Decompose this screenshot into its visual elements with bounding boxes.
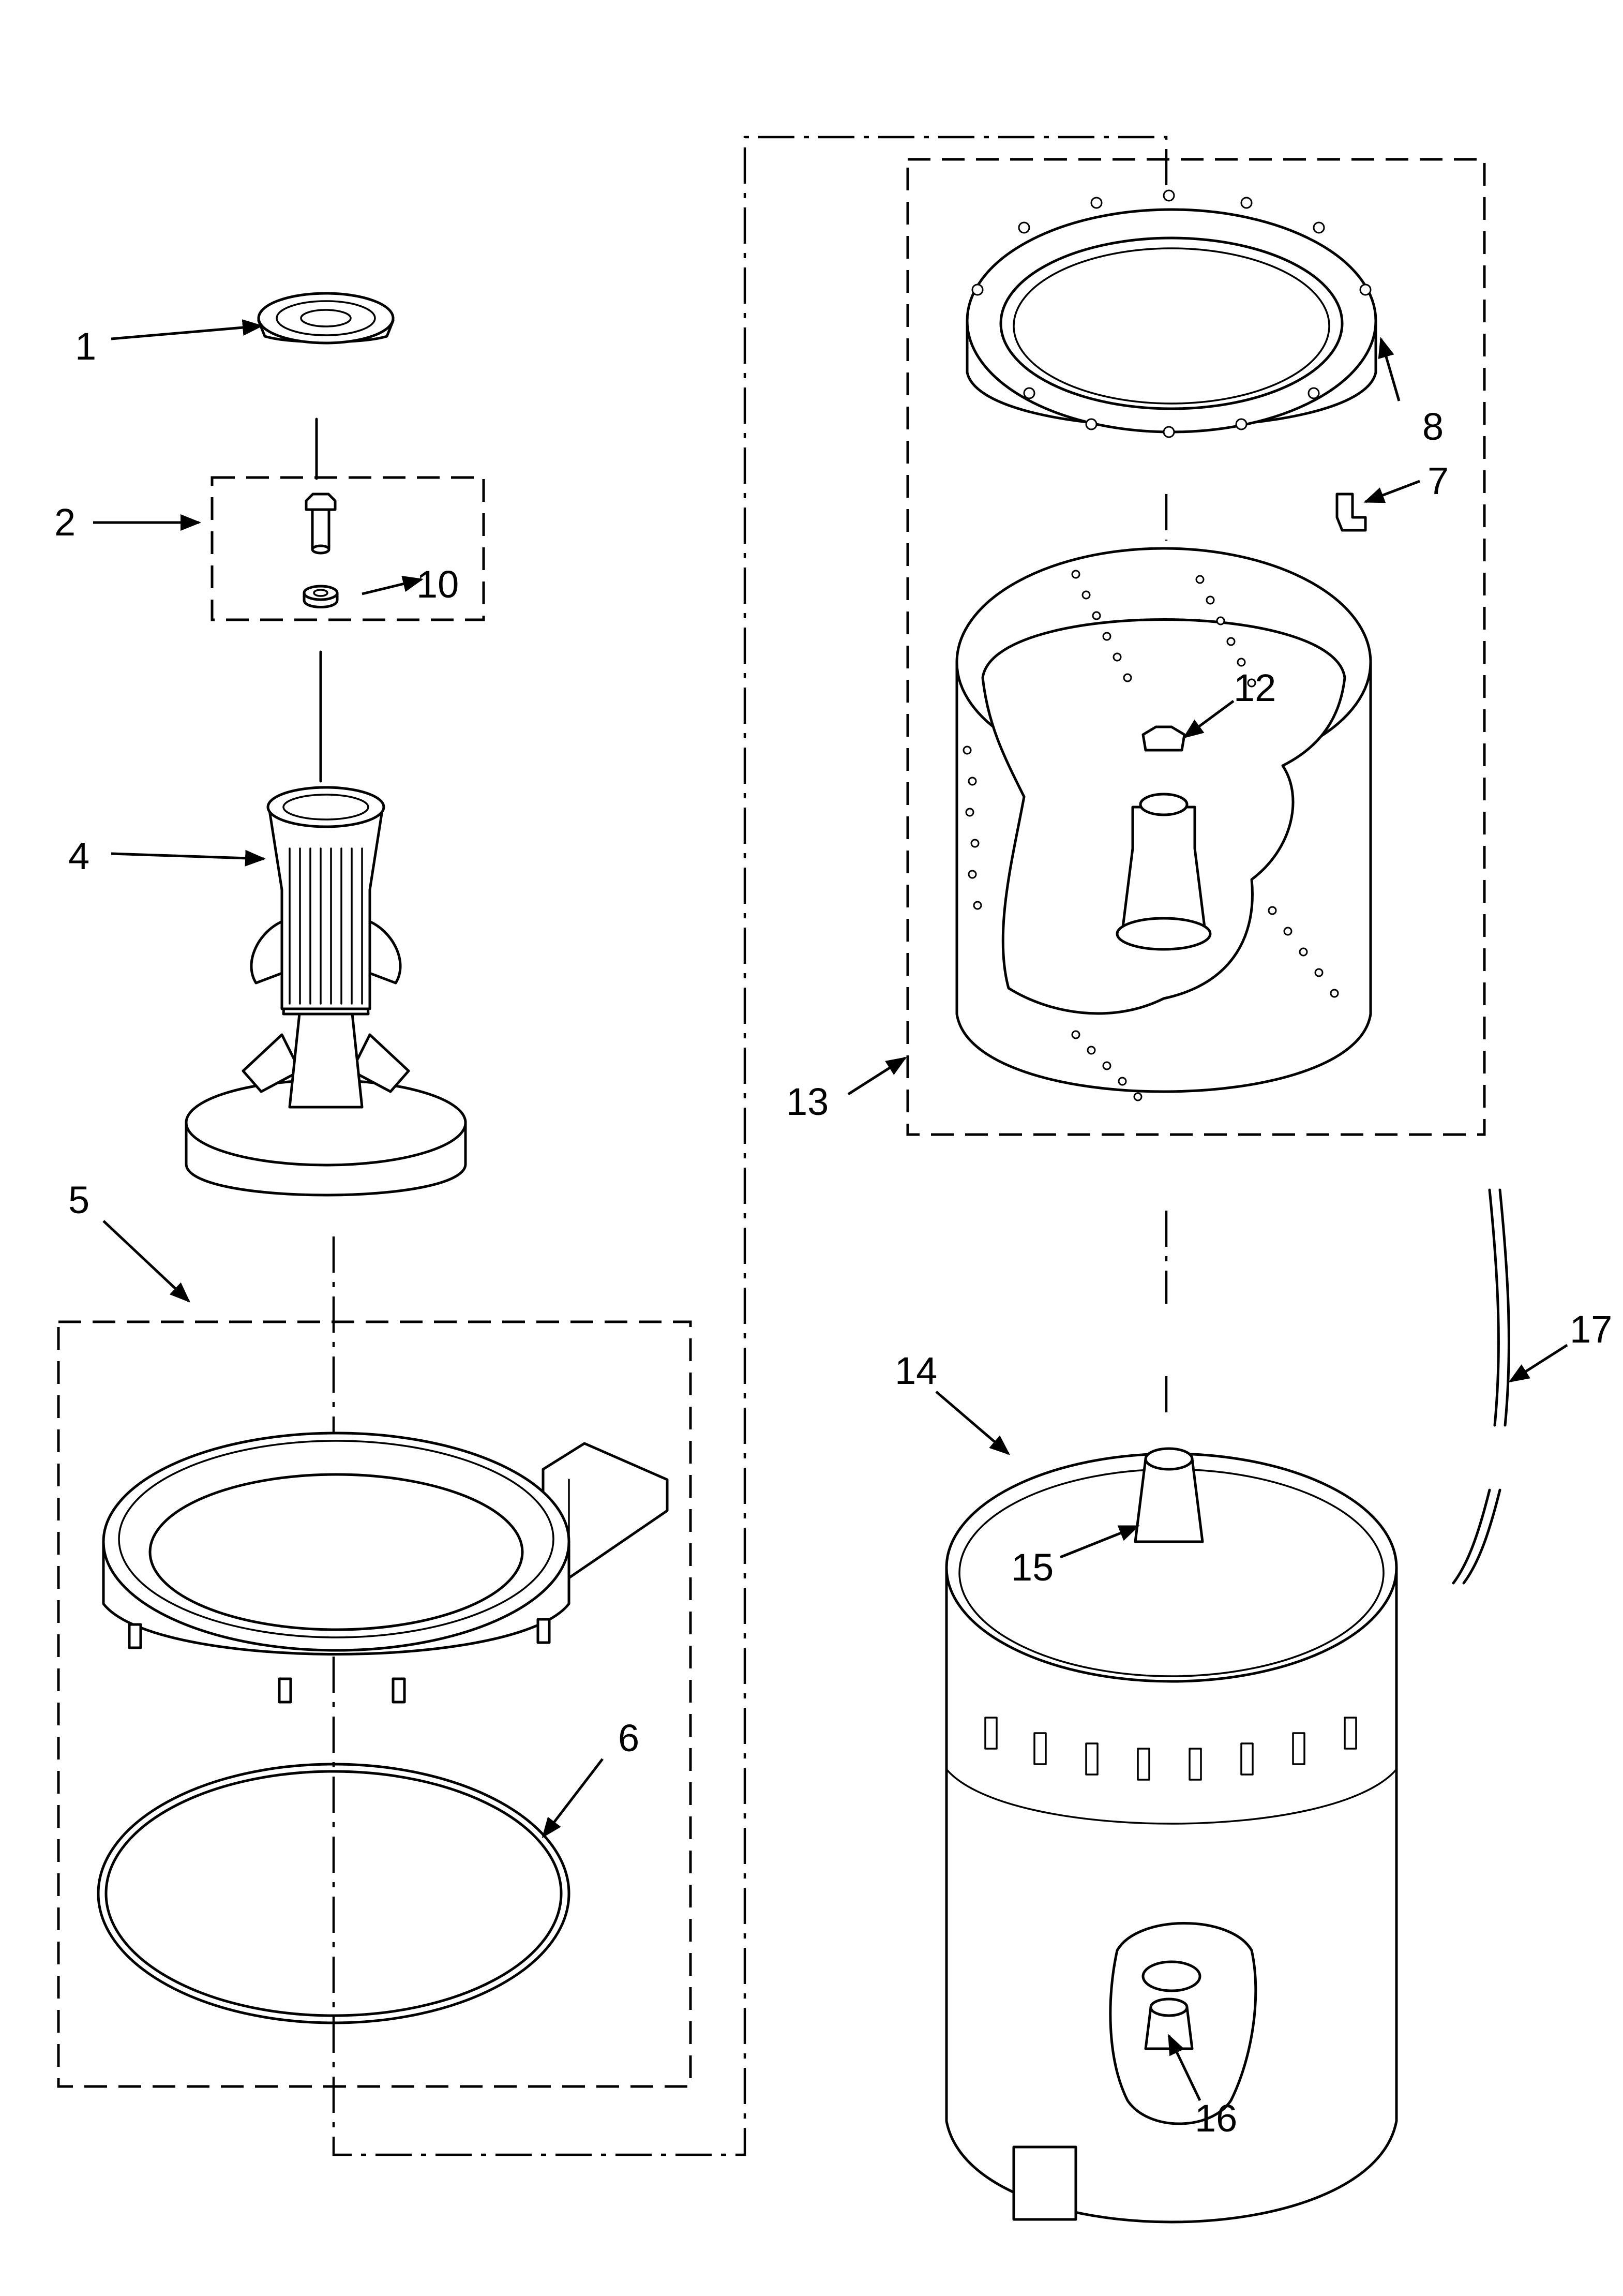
group-box-5: [57, 1320, 692, 2088]
group-box-2: [211, 476, 485, 621]
tub-ring-part-5: [102, 1432, 669, 1704]
callout-13: 13: [786, 1080, 829, 1123]
callout-5: 5: [68, 1179, 89, 1221]
callout-15: 15: [1011, 1546, 1054, 1589]
leader-arrows: [93, 319, 1568, 2101]
agitator-part-4: [185, 786, 467, 1197]
callout-6: 6: [618, 1717, 639, 1760]
drain-fitting-part-16: [1144, 1997, 1194, 2050]
callout-1: 1: [75, 325, 96, 368]
callout-4: 4: [68, 834, 89, 877]
seal-ring-part-6: [97, 1763, 570, 2024]
bolt-part-2: [305, 493, 337, 555]
callout-labels: 1 2 4 5 6 7 8 10 12 13 14 15 16 17: [54, 325, 1612, 2140]
callout-7: 7: [1427, 459, 1449, 502]
callout-2: 2: [54, 501, 76, 544]
callout-17: 17: [1570, 1308, 1612, 1351]
nozzle-part-15: [1134, 1447, 1204, 1543]
callout-10: 10: [416, 563, 459, 606]
callout-14: 14: [895, 1349, 937, 1392]
washer-part-10: [303, 585, 339, 608]
callout-8: 8: [1422, 405, 1444, 448]
clip-part-7: [1335, 493, 1367, 532]
spin-basket-part-13: [955, 547, 1372, 1101]
group-box-13: [906, 158, 1486, 1136]
callout-16: 16: [1195, 2097, 1237, 2140]
hose-part-17: [1452, 1188, 1510, 1585]
balance-ring-part-8: [966, 189, 1377, 438]
agitator-cap-part-1: [257, 292, 395, 345]
callout-12: 12: [1234, 666, 1276, 709]
